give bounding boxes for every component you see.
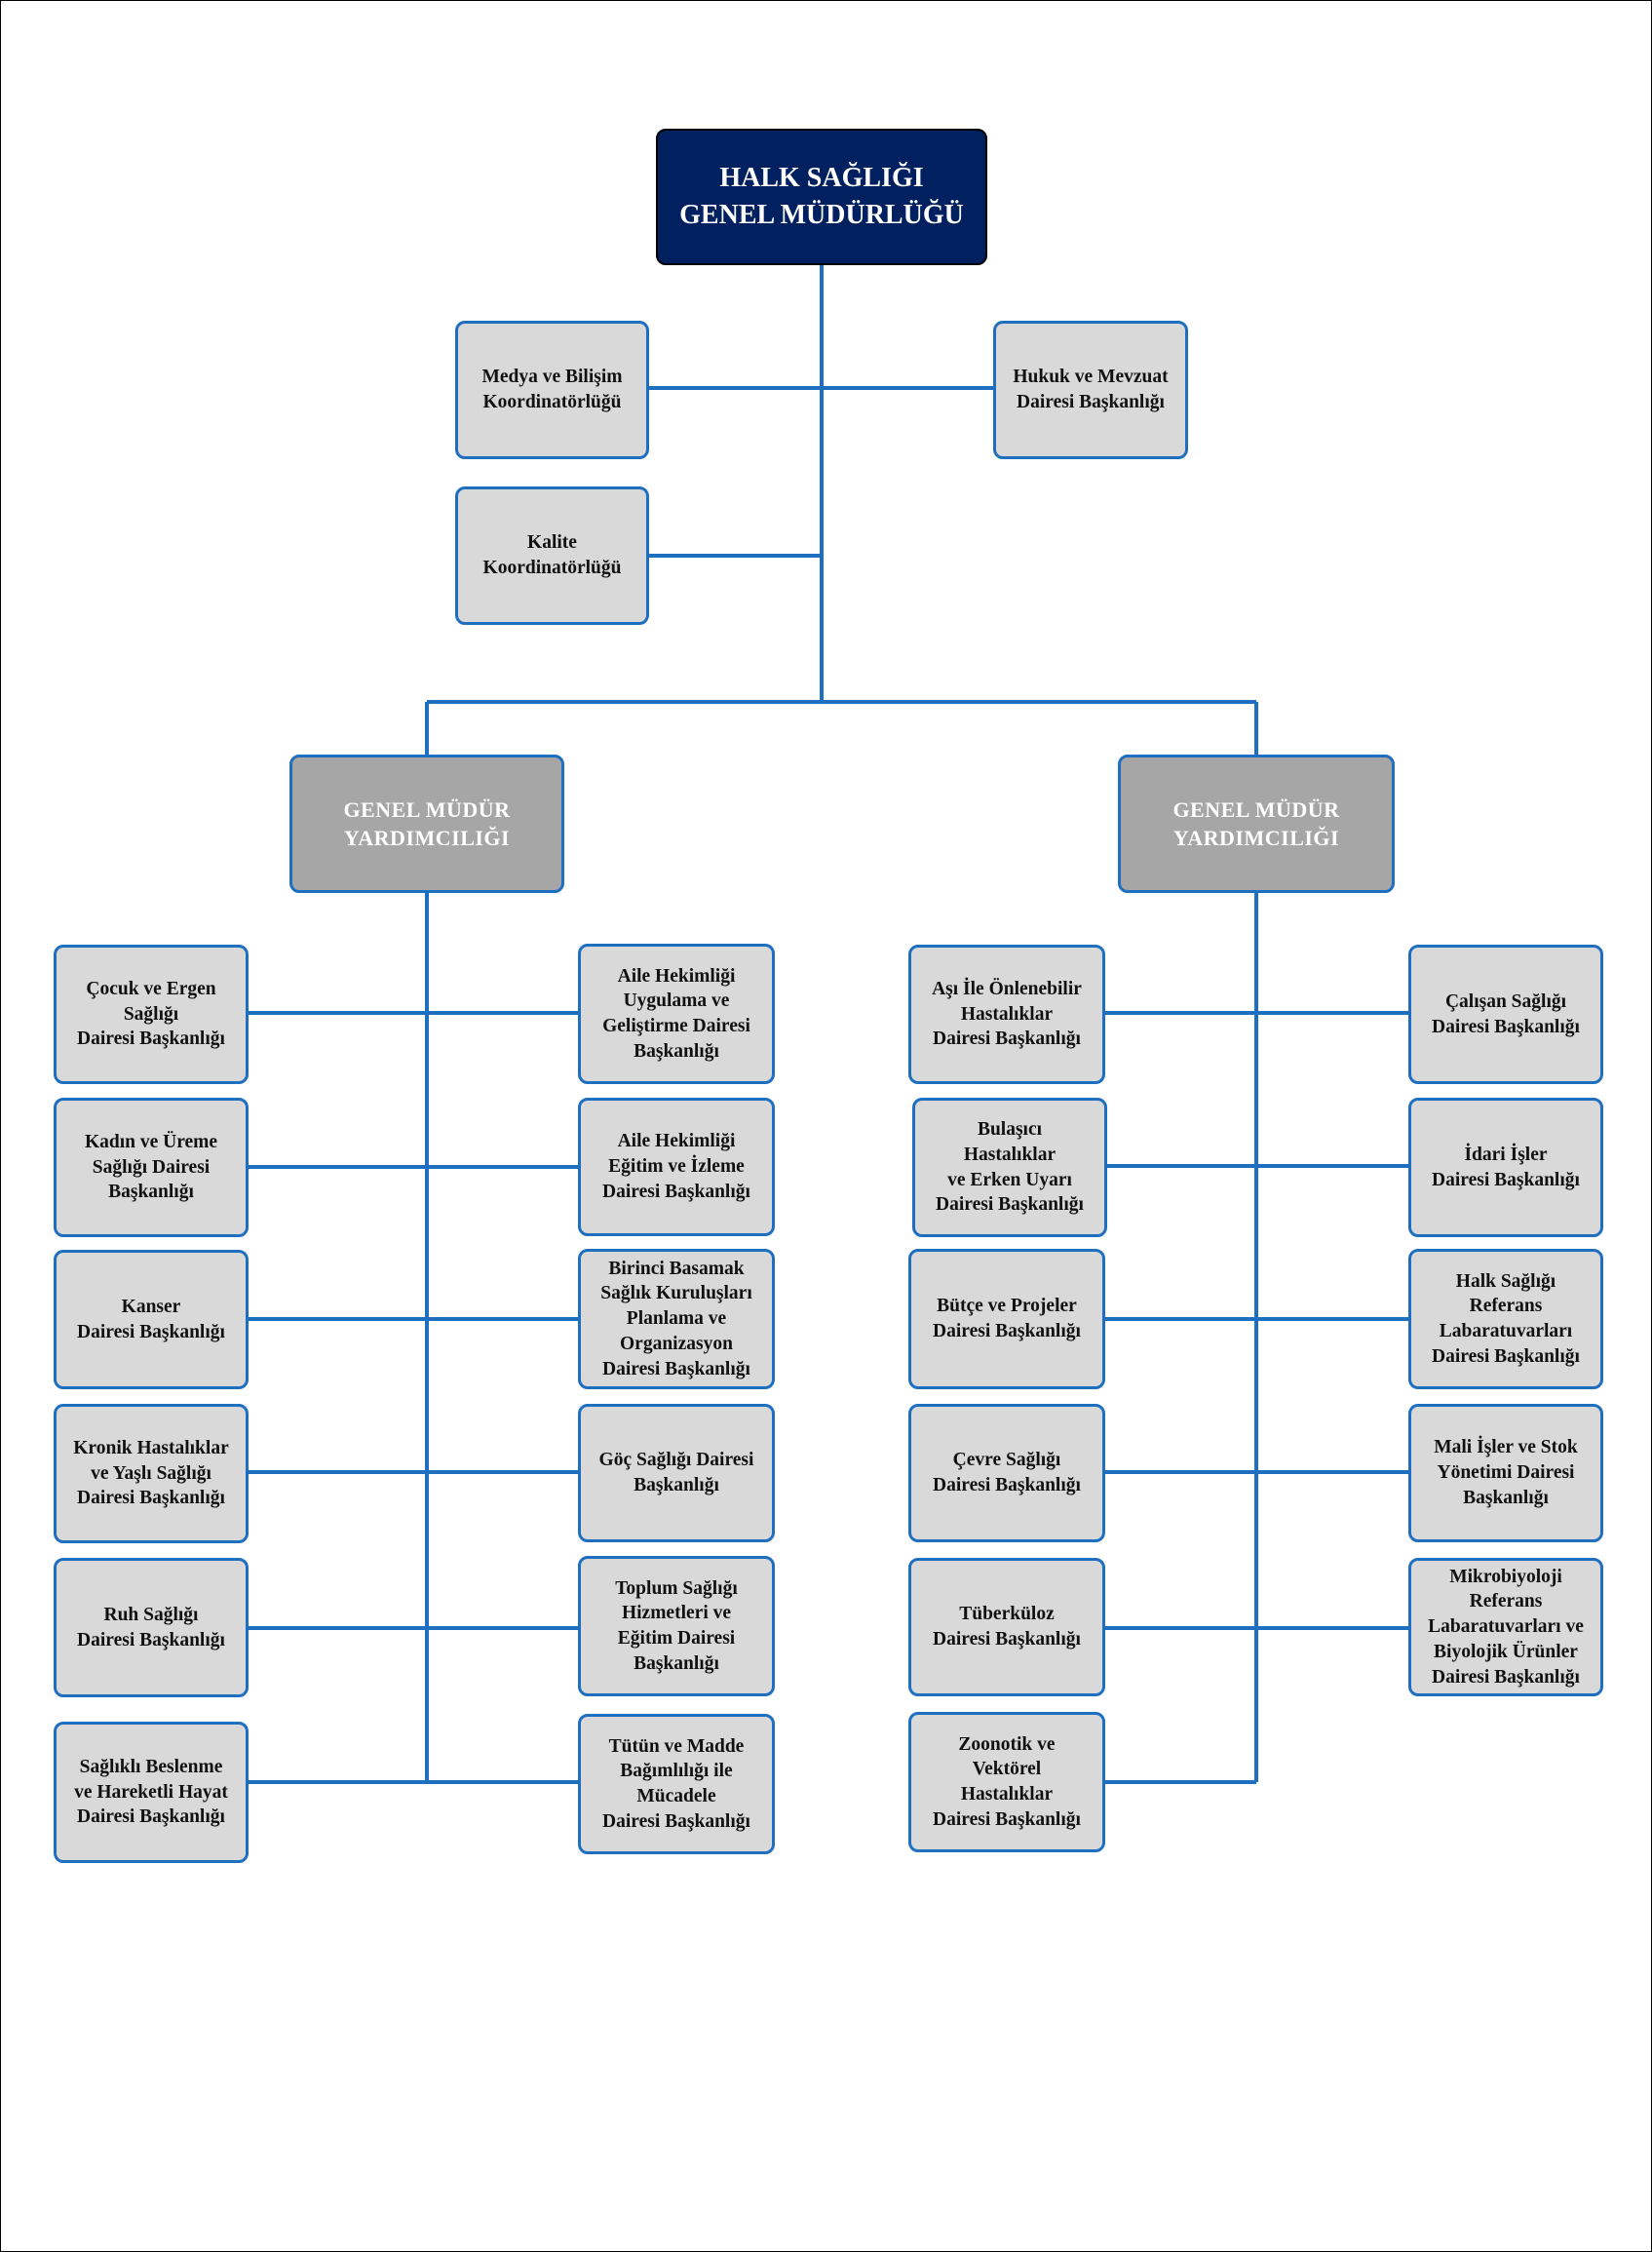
unit-label: Zoonotik ve Vektörel Hastalıklar Dairesi… xyxy=(933,1733,1081,1830)
right-outer-unit-1: Çalışan Sağlığı Dairesi Başkanlığı xyxy=(1408,945,1603,1084)
right-outer-unit-5: Mikrobiyoloji Referans Labaratuvarları v… xyxy=(1408,1558,1603,1696)
unit-label: Kanser Dairesi Başkanlığı xyxy=(77,1296,225,1342)
left-inner-unit-2: Aile Hekimliği Eğitim ve İzleme Dairesi … xyxy=(578,1098,775,1236)
left-inner-unit-4: Göç Sağlığı Dairesi Başkanlığı xyxy=(578,1404,775,1542)
media-coordination-label: Medya ve Bilişim Koordinatörlüğü xyxy=(481,367,623,412)
right-inner-unit-1: Aşı İle Önlenebilir Hastalıklar Dairesi … xyxy=(908,945,1105,1084)
right-inner-unit-2: Bulaşıcı Hastalıklar ve Erken Uyarı Dair… xyxy=(912,1098,1107,1237)
left-inner-unit-3: Birinci Basamak Sağlık Kuruluşları Planl… xyxy=(578,1249,775,1389)
right-inner-unit-3: Bütçe ve Projeler Dairesi Başkanlığı xyxy=(908,1249,1105,1389)
unit-label: İdari İşler Dairesi Başkanlığı xyxy=(1432,1144,1580,1190)
right-inner-unit-6: Zoonotik ve Vektörel Hastalıklar Dairesi… xyxy=(908,1712,1105,1852)
right-outer-unit-3: Halk Sağlığı Referans Labaratuvarları Da… xyxy=(1408,1249,1603,1389)
unit-label: Mikrobiyoloji Referans Labaratuvarları v… xyxy=(1428,1566,1584,1688)
quality-coordination-box: Kalite Koordinatörlüğü xyxy=(455,486,649,625)
unit-label: Çocuk ve Ergen Sağlığı Dairesi Başkanlığ… xyxy=(77,978,225,1050)
unit-label: Çevre Sağlığı Dairesi Başkanlığı xyxy=(933,1450,1081,1495)
unit-label: Aşı İle Önlenebilir Hastalıklar Dairesi … xyxy=(932,978,1082,1050)
unit-label: Göç Sağlığı Dairesi Başkanlığı xyxy=(598,1450,754,1495)
unit-label: Toplum Sağlığı Hizmetleri ve Eğitim Dair… xyxy=(615,1577,738,1674)
left-outer-unit-3: Kanser Dairesi Başkanlığı xyxy=(54,1250,249,1389)
general-directorate-label: HALK SAĞLIĞI GENEL MÜDÜRLÜĞÜ xyxy=(679,163,964,230)
unit-label: Aile Hekimliği Eğitim ve İzleme Dairesi … xyxy=(602,1131,750,1202)
unit-label: Mali İşler ve Stok Yönetimi Dairesi Başk… xyxy=(1434,1437,1578,1508)
deputy-directorate-label: GENEL MÜDÜR YARDIMCILIĞI xyxy=(343,796,511,850)
left-outer-unit-1: Çocuk ve Ergen Sağlığı Dairesi Başkanlığ… xyxy=(54,945,249,1084)
law-department-box: Hukuk ve Mevzuat Dairesi Başkanlığı xyxy=(993,321,1188,459)
unit-label: Çalışan Sağlığı Dairesi Başkanlığı xyxy=(1432,990,1580,1037)
right-inner-unit-5: Tüberküloz Dairesi Başkanlığı xyxy=(908,1558,1105,1696)
right-outer-unit-4: Mali İşler ve Stok Yönetimi Dairesi Başk… xyxy=(1408,1404,1603,1542)
media-coordination-box: Medya ve Bilişim Koordinatörlüğü xyxy=(455,321,649,459)
unit-label: Tütün ve Madde Bağımlılığı ile Mücadele … xyxy=(602,1735,750,1832)
deputy-directorate-left: GENEL MÜDÜR YARDIMCILIĞI xyxy=(289,755,564,893)
right-outer-unit-2: İdari İşler Dairesi Başkanlığı xyxy=(1408,1098,1603,1237)
unit-label: Tüberküloz Dairesi Başkanlığı xyxy=(933,1604,1081,1650)
unit-label: Ruh Sağlığı Dairesi Başkanlığı xyxy=(77,1604,225,1650)
unit-label: Bütçe ve Projeler Dairesi Başkanlığı xyxy=(933,1296,1081,1341)
left-outer-unit-6: Sağlıklı Beslenme ve Hareketli Hayat Dai… xyxy=(54,1722,249,1863)
left-outer-unit-4: Kronik Hastalıklar ve Yaşlı Sağlığı Dair… xyxy=(54,1404,249,1543)
deputy-directorate-right: GENEL MÜDÜR YARDIMCILIĞI xyxy=(1118,755,1395,893)
unit-label: Birinci Basamak Sağlık Kuruluşları Planl… xyxy=(600,1258,752,1379)
unit-label: Halk Sağlığı Referans Labaratuvarları Da… xyxy=(1432,1270,1580,1367)
unit-label: Aile Hekimliği Uygulama ve Geliştirme Da… xyxy=(602,965,750,1062)
right-inner-unit-4: Çevre Sağlığı Dairesi Başkanlığı xyxy=(908,1404,1105,1542)
unit-label: Kadın ve Üreme Sağlığı Dairesi Başkanlığ… xyxy=(84,1131,218,1203)
deputy-directorate-label: GENEL MÜDÜR YARDIMCILIĞI xyxy=(1172,796,1340,850)
law-department-label: Hukuk ve Mevzuat Dairesi Başkanlığı xyxy=(1013,367,1169,412)
unit-label: Sağlıklı Beslenme ve Hareketli Hayat Dai… xyxy=(74,1756,228,1828)
unit-label: Bulaşıcı Hastalıklar ve Erken Uyarı Dair… xyxy=(936,1119,1084,1216)
unit-label: Kronik Hastalıklar ve Yaşlı Sağlığı Dair… xyxy=(73,1437,229,1509)
left-inner-unit-6: Tütün ve Madde Bağımlılığı ile Mücadele … xyxy=(578,1714,775,1854)
general-directorate-box: HALK SAĞLIĞI GENEL MÜDÜRLÜĞÜ xyxy=(656,129,987,265)
quality-coordination-label: Kalite Koordinatörlüğü xyxy=(482,532,622,578)
left-outer-unit-5: Ruh Sağlığı Dairesi Başkanlığı xyxy=(54,1558,249,1697)
left-inner-unit-5: Toplum Sağlığı Hizmetleri ve Eğitim Dair… xyxy=(578,1556,775,1696)
left-inner-unit-1: Aile Hekimliği Uygulama ve Geliştirme Da… xyxy=(578,944,775,1084)
left-outer-unit-2: Kadın ve Üreme Sağlığı Dairesi Başkanlığ… xyxy=(54,1098,249,1237)
